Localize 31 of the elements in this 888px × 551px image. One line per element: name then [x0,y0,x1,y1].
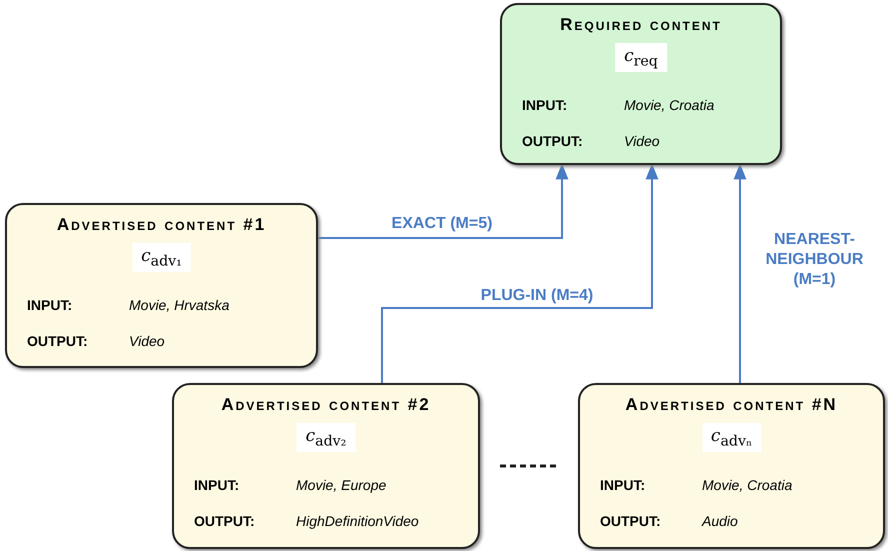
field-value: Movie, Croatia [702,477,792,493]
field-value: Movie, Croatia [624,97,714,113]
box-heading: Advertised content #2 [220,395,432,415]
arrow [381,163,658,383]
content-box [172,383,480,549]
field-value: Movie, Europe [296,477,386,493]
math-symbol: c$_{req}$ [615,43,667,72]
field-label: INPUT: [600,477,646,493]
math-symbol: c$_{advₙ}$ [702,423,762,452]
content-box [5,203,318,368]
box-heading: Required content [559,15,723,35]
content-box [578,383,885,549]
field-label: OUTPUT: [27,333,88,349]
field-label: OUTPUT: [522,133,583,149]
box-heading: Advertised content #1 [56,215,268,235]
field-value: HighDefinitionVideo [296,513,419,529]
math-symbol: c$_{adv₂}$ [296,423,356,452]
field-label: INPUT: [27,297,72,313]
arrow [734,163,746,383]
box-heading: Advertised content #N [624,395,839,415]
field-label: INPUT: [522,97,568,113]
field-value: Audio [702,513,738,529]
field-value: Movie, Hrvatska [129,297,230,313]
arrow [318,163,568,239]
field-value: Video [624,133,660,149]
field-label: OUTPUT: [194,513,255,529]
field-value: Video [129,333,165,349]
math-symbol: c$_{adv₁}$ [132,243,191,272]
field-label: OUTPUT: [600,513,661,529]
field-label: INPUT: [194,477,240,493]
content-box [500,3,782,165]
